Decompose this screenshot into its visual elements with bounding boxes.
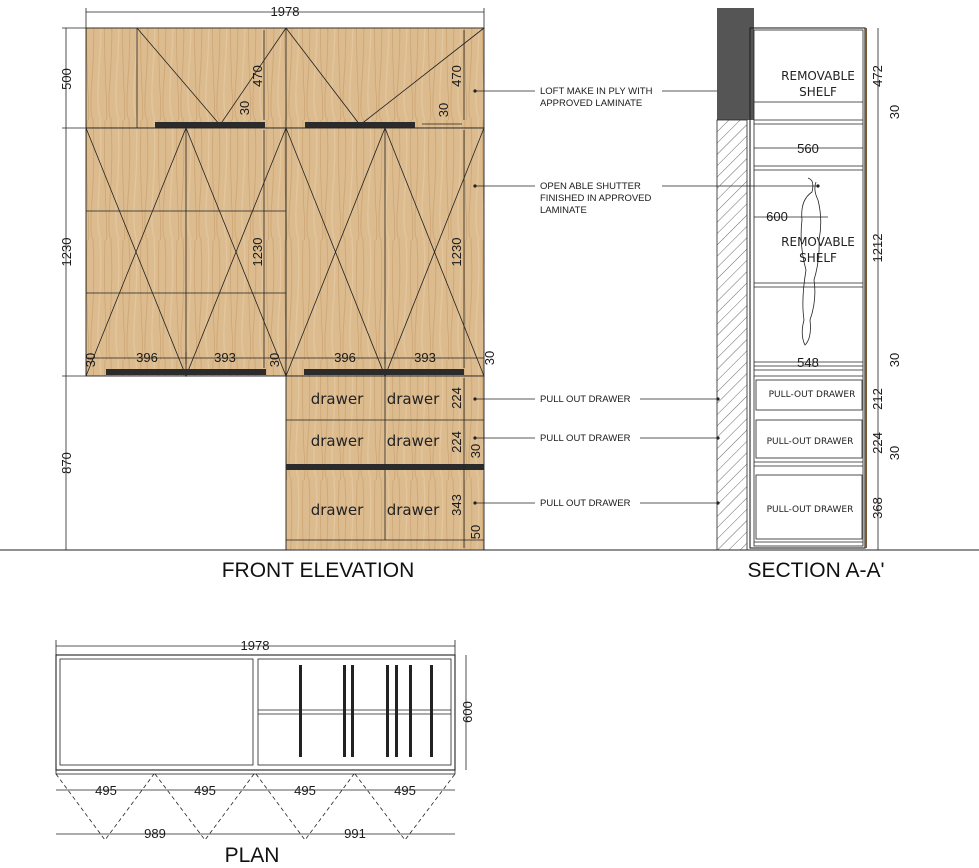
section-drawer-2 [755, 419, 863, 459]
drawer-label-3b: drawer [387, 501, 440, 519]
dim-left-w1: 396 [136, 350, 158, 365]
note-shutter-1: OPEN ABLE SHUTTER [540, 181, 641, 192]
loft-panel [85, 27, 485, 129]
plan-title: PLAN [225, 844, 280, 867]
dim-right-w1: 396 [334, 350, 356, 365]
note-drawer-2: PULL OUT DRAWER [540, 433, 631, 444]
dim-loft-inner-right: 470 [449, 65, 464, 87]
dim-gap-right: 30 [436, 103, 451, 117]
section-drawer-3 [755, 474, 863, 540]
dim-shutter-height: 1230 [59, 238, 74, 267]
loft-handle-left [155, 122, 265, 128]
dim-base-gap-2: 30 [267, 353, 282, 367]
shutter-left-handle [106, 369, 266, 375]
section-dim-loft-h: 472 [870, 65, 885, 87]
section-dim-d2-h: 224 [870, 432, 885, 454]
hanging-garment-icon [800, 177, 822, 346]
section-shelf-label-top-1: REMOVABLE [781, 69, 855, 83]
note-drawer-3: PULL OUT DRAWER [540, 498, 631, 509]
section-drawer-label-2: PULL-OUT DRAWER [767, 437, 854, 447]
section-dim-gap2: 30 [887, 353, 902, 367]
section-dim-depth-top: 560 [797, 141, 819, 156]
dim-loft-inner-left: 470 [250, 65, 265, 87]
section-drawer-label-3: PULL-OUT DRAWER [767, 505, 854, 515]
dim-shutter-inner-left: 1230 [250, 238, 265, 267]
plan-dim-s3: 495 [294, 783, 316, 798]
dim-shutter-inner-right: 1230 [449, 238, 464, 267]
dim-loft-height: 500 [59, 68, 74, 90]
dim-drawer2-h: 224 [449, 431, 464, 453]
wall-hatch [716, 119, 748, 551]
note-loft-1: LOFT MAKE IN PLY WITH [540, 86, 653, 97]
plan-view: 1978 600 495 495 495 495 989 991 PLAN [55, 638, 475, 867]
front-elevation: drawer drawer drawer drawer drawer drawe… [0, 4, 979, 582]
dim-right-w2: 393 [414, 350, 436, 365]
plan-dim-overall-width: 1978 [241, 638, 270, 653]
dim-base-height: 870 [59, 452, 74, 474]
plan-dim-s1: 495 [95, 783, 117, 798]
note-shutter-2: FINISHED IN APPROVED [540, 193, 652, 204]
section-view: REMOVABLE SHELF REMOVABLE SHELF PULL-OUT… [716, 8, 902, 582]
drawer-label-2b: drawer [387, 432, 440, 450]
section-carcass [749, 27, 866, 549]
note-shutter-3: LAMINATE [540, 205, 587, 216]
drawer-label-1b: drawer [387, 390, 440, 408]
loft-block [717, 8, 754, 120]
section-shelf-label-mid-1: REMOVABLE [781, 235, 855, 249]
section-drawer-label-1: PULL-OUT DRAWER [769, 390, 856, 400]
section-dim-d1-h: 212 [870, 388, 885, 410]
section-dim-d3-h: 368 [870, 497, 885, 519]
drawer-divider-handle [286, 464, 484, 470]
section-drawer-1 [755, 379, 863, 411]
section-dim-hang-h: 1212 [870, 234, 885, 263]
section-title: SECTION A-A' [747, 559, 884, 582]
dim-base-gap-1: 30 [83, 353, 98, 367]
plan-dim-depth: 600 [460, 701, 475, 723]
section-dim-gap3: 30 [887, 446, 902, 460]
dim-drawer3-h: 343 [449, 494, 464, 516]
front-elevation-title: FRONT ELEVATION [222, 559, 415, 582]
drawer-label-1a: drawer [311, 390, 364, 408]
section-dim-depth-bottom: 548 [797, 355, 819, 370]
plan-dim-s4: 495 [394, 783, 416, 798]
dim-plinth-h: 50 [468, 525, 483, 539]
dim-gap-left: 30 [237, 101, 252, 115]
section-dim-depth-mid: 600 [766, 209, 788, 224]
dim-base-gap-3: 30 [482, 351, 497, 365]
note-loft-2: APPROVED LAMINATE [540, 98, 642, 109]
drawer-label-3a: drawer [311, 501, 364, 519]
loft-handle-right [305, 122, 415, 128]
note-drawer-1: PULL OUT DRAWER [540, 394, 631, 405]
section-dim-gap1: 30 [887, 105, 902, 119]
plan-dim-pair-left: 989 [144, 826, 166, 841]
dim-overall-width: 1978 [271, 4, 300, 19]
dim-left-w2: 393 [214, 350, 236, 365]
plan-dim-pair-right: 991 [344, 826, 366, 841]
shutter-right-handle [304, 369, 464, 375]
section-shelf-label-top-2: SHELF [799, 85, 837, 99]
dim-drawer1-h: 224 [449, 387, 464, 409]
drawer-label-2a: drawer [311, 432, 364, 450]
section-shelf-label-mid-2: SHELF [799, 251, 837, 265]
plan-dim-s2: 495 [194, 783, 216, 798]
dim-drawer-gap: 30 [468, 444, 483, 458]
